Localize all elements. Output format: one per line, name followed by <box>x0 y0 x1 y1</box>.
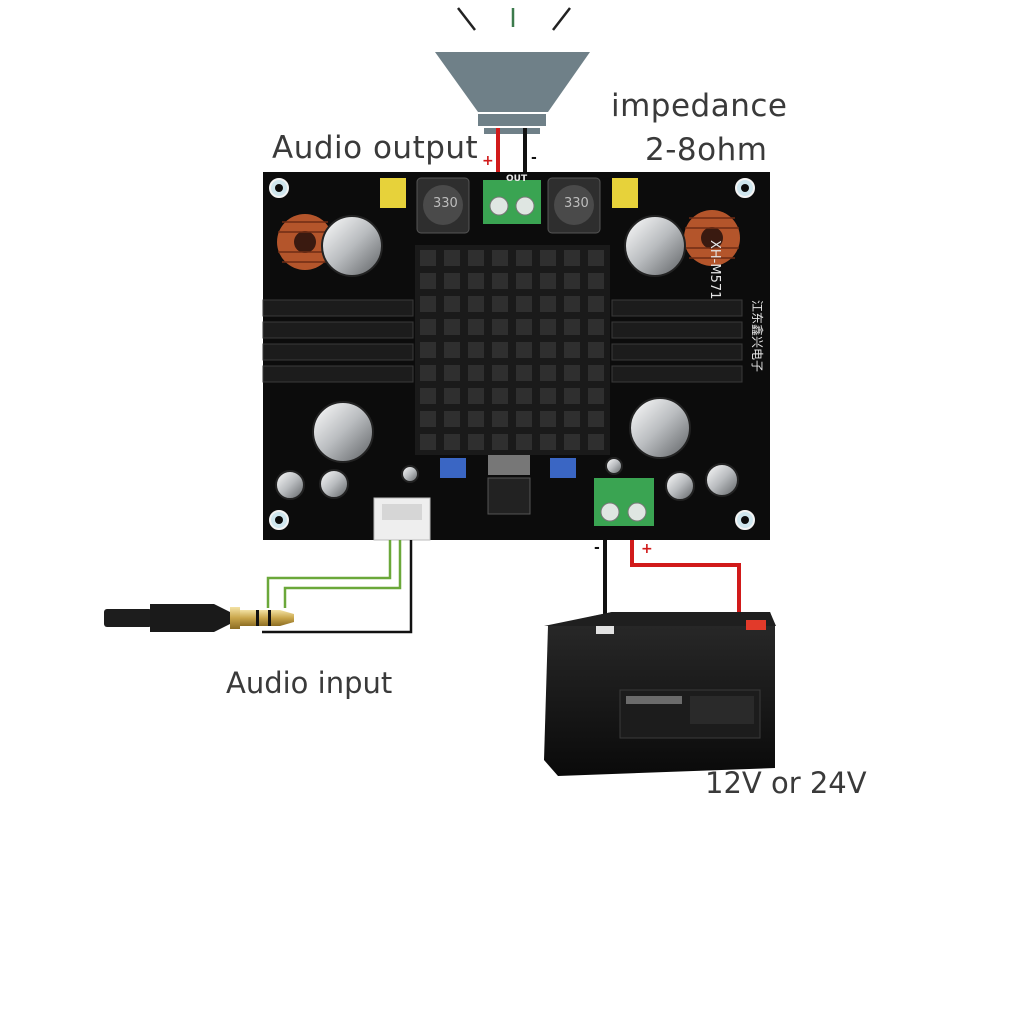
heatsink-fin <box>444 411 460 427</box>
heatsink-fin <box>588 388 604 404</box>
heatsink-fin <box>564 273 580 289</box>
heatsink-fin <box>564 411 580 427</box>
heatsink-fin <box>516 434 532 450</box>
heatsink-fin <box>468 342 484 358</box>
heatsink-fin <box>564 250 580 266</box>
heatsink-fin <box>540 434 556 450</box>
heatsink-fin <box>468 319 484 335</box>
heatsink-fin <box>564 365 580 381</box>
board-model-label: XH-M571 <box>707 240 722 300</box>
heatsink-fin <box>492 319 508 335</box>
heatsink-fin <box>420 250 436 266</box>
audio-jack-icon <box>104 604 294 632</box>
heatsink-fin <box>468 296 484 312</box>
heatsink-fin <box>492 365 508 381</box>
heatsink-fin <box>468 411 484 427</box>
heatsink-fin <box>444 250 460 266</box>
heatsink-fin <box>492 388 508 404</box>
heatsink-fin <box>444 434 460 450</box>
heatsink-fin <box>540 342 556 358</box>
power-positive-wire <box>630 540 741 616</box>
output-plus-mark: + <box>482 153 494 169</box>
heatsink-fin <box>420 319 436 335</box>
speaker-icon <box>435 7 590 134</box>
heatsink-fin <box>492 411 508 427</box>
audio-output-label: Audio output <box>272 130 479 166</box>
heatsink-fin <box>420 388 436 404</box>
heatsink-fin <box>516 296 532 312</box>
heatsink-fin <box>516 365 532 381</box>
heatsink-fin <box>588 365 604 381</box>
battery-icon <box>544 612 776 776</box>
heatsink-fin <box>468 273 484 289</box>
impedance-value-label: 2-8ohm <box>645 132 768 168</box>
heatsink-fin <box>516 411 532 427</box>
inductor-right-label: 330 <box>564 196 589 211</box>
heatsink-fin <box>564 319 580 335</box>
impedance-label: impedance <box>611 88 788 124</box>
heatsink-fin <box>588 434 604 450</box>
heatsink-fin <box>564 342 580 358</box>
heatsink-fin <box>444 273 460 289</box>
inductor-left-label: 330 <box>433 196 458 211</box>
heatsink-fin <box>492 273 508 289</box>
heatsink-fin <box>420 434 436 450</box>
heatsink-fin <box>516 342 532 358</box>
heatsink-fin <box>468 388 484 404</box>
heatsink-fin <box>492 250 508 266</box>
heatsink-fin <box>516 319 532 335</box>
heatsink-fin <box>444 342 460 358</box>
heatsink-fin <box>420 411 436 427</box>
output-minus-mark: - <box>531 150 537 166</box>
heatsink-fin <box>516 250 532 266</box>
output-terminal-label: OUT <box>506 174 528 184</box>
audio-input-label: Audio input <box>226 666 393 700</box>
heatsink-fin <box>540 388 556 404</box>
heatsink-fin <box>468 365 484 381</box>
heatsink-fin <box>588 342 604 358</box>
heatsink-fin <box>540 250 556 266</box>
heatsink-fin <box>588 411 604 427</box>
heatsink-fin <box>420 296 436 312</box>
heatsink-fin <box>588 296 604 312</box>
heatsink-fin <box>492 296 508 312</box>
heatsink-fin <box>420 273 436 289</box>
heatsink-fin <box>444 388 460 404</box>
heatsink-fin <box>588 319 604 335</box>
power-supply-label: 12V or 24V <box>705 766 867 800</box>
heatsink-fin <box>540 411 556 427</box>
heatsink-fin <box>516 388 532 404</box>
heatsink-fin <box>444 319 460 335</box>
amplifier-board <box>262 172 770 541</box>
heatsink-fin <box>564 434 580 450</box>
heatsink-fin <box>540 296 556 312</box>
audio-input-wires <box>262 540 413 634</box>
heatsink-fin <box>492 342 508 358</box>
heatsink-fin <box>564 388 580 404</box>
heatsink-fin <box>468 434 484 450</box>
heatsink-fin <box>540 273 556 289</box>
heatsink-fin <box>540 365 556 381</box>
heatsink-fin <box>420 342 436 358</box>
heatsink-fin <box>588 250 604 266</box>
heatsink-fin <box>468 250 484 266</box>
heatsink-fin <box>444 365 460 381</box>
heatsink-fin <box>564 296 580 312</box>
power-plus-mark: + <box>641 541 653 557</box>
heatsink-fin <box>516 273 532 289</box>
heatsink-fin <box>492 434 508 450</box>
heatsink-fin <box>588 273 604 289</box>
heatsink-fin <box>540 319 556 335</box>
heatsink-fin <box>444 296 460 312</box>
heatsink-fin <box>420 365 436 381</box>
power-minus-mark: - <box>594 540 600 556</box>
board-brand-label: 江东鑫兴电子 <box>750 300 764 373</box>
